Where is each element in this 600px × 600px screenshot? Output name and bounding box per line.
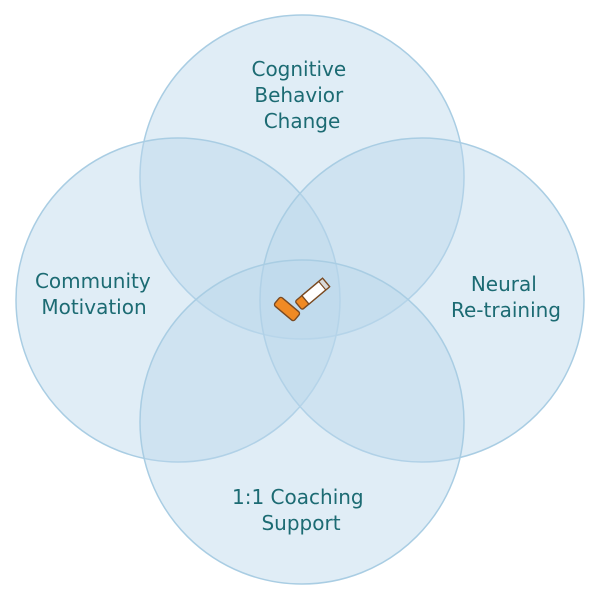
circle-neural-retraining	[259, 137, 585, 463]
label-line: Neural	[471, 272, 537, 296]
label-line: Behavior	[254, 83, 344, 107]
label-line: Cognitive	[251, 57, 346, 81]
label-line: 1:1 Coaching	[232, 485, 364, 509]
label-line: Re-training	[451, 298, 561, 322]
label-line: Motivation	[41, 295, 146, 319]
label-line: Support	[261, 511, 340, 535]
circle-coaching-support	[139, 259, 465, 585]
circle-cognitive-behavior-change	[139, 14, 465, 340]
label-line: Change	[264, 109, 341, 133]
label-coaching-support: 1:1 Coaching Support	[232, 485, 370, 535]
broken-cigarette-checkmark-icon	[273, 277, 331, 322]
label-line: Community	[35, 269, 151, 293]
label-community-motivation: Community Motivation	[35, 269, 157, 319]
label-cognitive-behavior-change: Cognitive Behavior Change	[251, 57, 352, 133]
circle-community-motivation	[15, 137, 341, 463]
label-neural-retraining: Neural Re-training	[451, 272, 561, 322]
